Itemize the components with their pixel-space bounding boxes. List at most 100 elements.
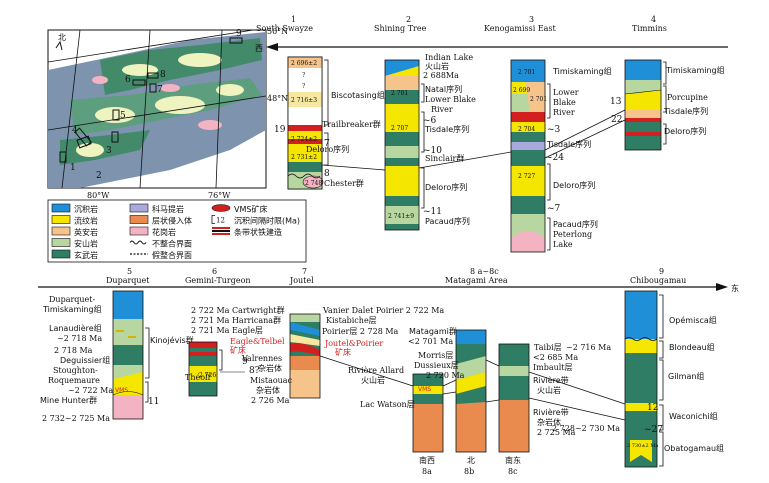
c3-gap-3: ~7 bbox=[547, 204, 561, 214]
lat-48: 48°N bbox=[267, 94, 288, 103]
c8-vms: VMS bbox=[418, 386, 431, 393]
col-name-9: Chibougamau bbox=[630, 276, 686, 285]
c8-label-4: Matagami群 bbox=[409, 326, 457, 336]
c3-label-4: River bbox=[553, 108, 575, 117]
c9-label-2: ~2 716 Ma bbox=[566, 343, 611, 352]
legend-item-1: 流纹岩 bbox=[51, 215, 98, 226]
top-headers: 1 South Swayze 2 Shining Tree 3 Kenogami… bbox=[256, 15, 667, 33]
legend: 沉积岩流纹岩英安岩安山岩玄武岩科马提岩层状侵入体花岗岩不整合界面假整合界面VMS… bbox=[47, 199, 307, 263]
legend-label: 英安岩 bbox=[74, 227, 98, 237]
c3-label-8: Peterlong bbox=[553, 230, 592, 239]
c4-label-1: Timiskaming组 bbox=[665, 65, 725, 75]
column-7: 2 722 Ma Cartwright群 2 721 Ma Harricana群… bbox=[191, 305, 321, 405]
c7-label-2: 2 721 Ma Harricana群 bbox=[191, 315, 281, 325]
c4-gap-1: 13 bbox=[610, 97, 622, 107]
lon-80: 80°W bbox=[87, 191, 110, 200]
c7-red-1: Eagle&Telbel bbox=[230, 337, 285, 346]
c3-age-3: 2 701 bbox=[530, 96, 547, 103]
c3-age-4: 2 704 bbox=[518, 126, 535, 133]
legend-item-3: 安山岩 bbox=[51, 238, 98, 249]
east-arrow: 东 bbox=[38, 283, 739, 293]
c3-label-1: Timiskaming组 bbox=[552, 66, 612, 76]
c8-label-15: Rivière带 bbox=[533, 375, 569, 385]
map-box-9 bbox=[229, 37, 243, 44]
c8-label-2: Kistabiche层 bbox=[326, 316, 377, 325]
col-name-5: Duparquet bbox=[106, 276, 150, 285]
c2-label-5: Lower Blake bbox=[425, 95, 476, 104]
legend-label: 安山岩 bbox=[74, 239, 98, 249]
c8-label-14: Imbault层 bbox=[533, 363, 573, 372]
legend-bracket-sample: 12 bbox=[216, 217, 225, 225]
c5-label-3: Lanaudière组 bbox=[49, 323, 102, 333]
column-5: VMS Duparquet- Timiskaming组 Lanaudière组 … bbox=[40, 290, 194, 423]
col-id-8: 8 a~8c bbox=[470, 267, 499, 276]
correlation-lines-top bbox=[321, 109, 626, 171]
c2-label-3: 2 688Ma bbox=[423, 71, 459, 80]
column-9: Opémisca组 ~2 716 Ma Blondeau组 Gilman组 Wa… bbox=[552, 290, 724, 468]
c9-label-7: Obatogamau组 bbox=[664, 443, 724, 453]
c9-label-3: Blondeau组 bbox=[669, 342, 715, 352]
map-box-6 bbox=[132, 79, 146, 86]
c8-sub-cn-1: 南西 bbox=[419, 455, 435, 465]
c1-label-1: Biscotasing组 bbox=[331, 90, 385, 100]
east-label: 东 bbox=[731, 283, 739, 293]
c1-age-2: ? bbox=[302, 72, 305, 79]
col-id-5: 5 bbox=[127, 267, 132, 276]
c8-label-9: Rivière Allard bbox=[348, 366, 404, 375]
c8-label-8: 2 720 Ma bbox=[426, 371, 465, 380]
legend-item-9: 假整合界面 bbox=[130, 250, 192, 260]
legend-item-0: 沉积岩 bbox=[51, 203, 98, 214]
c2-gap-1: ~6 bbox=[423, 116, 437, 126]
c5-label-10: Mine Hunter群 bbox=[40, 395, 97, 405]
c2-age-2: 2 707 bbox=[391, 125, 408, 132]
north-arrow: 北 bbox=[55, 33, 66, 51]
map-id-6: 6 bbox=[125, 75, 131, 85]
c4-label-4: Deloro序列 bbox=[664, 126, 706, 136]
c1-age-3: ? bbox=[302, 83, 305, 90]
c8-sub-id-3: 8c bbox=[508, 467, 518, 476]
legend-item-10: VMS矿床 bbox=[211, 204, 267, 214]
legend-item-2: 英安岩 bbox=[51, 226, 98, 237]
c3-age-1: 2 701 bbox=[518, 69, 535, 76]
col-id-1: 1 bbox=[291, 15, 296, 24]
col-name-2: Shining Tree bbox=[374, 24, 427, 33]
legend-item-5: 科马提岩 bbox=[129, 203, 184, 214]
c5-label-4: ~2 718 Ma bbox=[57, 334, 102, 343]
col-id-2: 2 bbox=[406, 15, 411, 24]
c8-sub-cn-2: 北 bbox=[467, 456, 475, 465]
c7-label-5: 杂岩体 bbox=[258, 363, 282, 373]
c8-red-2: 矿床 bbox=[335, 347, 351, 357]
map-box-5 bbox=[112, 109, 120, 121]
c1-gap-3: 8 bbox=[324, 169, 330, 179]
c2-age-3: 2 741±9 bbox=[388, 213, 414, 220]
c1-age-6: 2 731±2 bbox=[291, 154, 317, 161]
c5-label-11: 2 732~2 725 Ma bbox=[42, 414, 110, 423]
c6-age-1: 2 726 bbox=[199, 372, 216, 379]
col-name-4: Timmins bbox=[632, 24, 667, 33]
c4-gap-2: 22 bbox=[611, 115, 622, 125]
c2-gap-3: ~11 bbox=[423, 207, 442, 217]
c4-label-3: Tisdale序列 bbox=[663, 106, 708, 116]
c5-gap-1: 11 bbox=[148, 397, 159, 407]
c5-label-8: Roquemaure bbox=[48, 376, 100, 385]
c5-label-1: Duparquet- bbox=[49, 295, 96, 304]
c8-label-1: Vanier Dalet Poirier 2 722 Ma bbox=[322, 306, 444, 315]
column-8: VMS Vanier Dalet Poirier 2 722 Ma Kistab… bbox=[319, 306, 626, 476]
legend-item-4: 玄武岩 bbox=[51, 249, 98, 260]
c2-label-4: Natal序列 bbox=[425, 84, 462, 94]
legend-label: 沉积岩 bbox=[74, 204, 98, 214]
legend-vms bbox=[211, 204, 231, 212]
map-id-3: 3 bbox=[106, 146, 112, 156]
c8-label-17: Rivière带 bbox=[533, 407, 569, 417]
c7-red-2: 矿床 bbox=[230, 345, 246, 355]
c8-label-7: Dussieux层 bbox=[414, 361, 459, 370]
legend-swatch bbox=[51, 226, 71, 236]
legend-label: 不整合界面 bbox=[152, 239, 192, 249]
c3-label-7: Pacaud序列 bbox=[553, 219, 598, 229]
col-name-6: Gemini-Turgeon bbox=[185, 276, 251, 285]
col-name-3: Kenogamissi East bbox=[484, 24, 557, 33]
legend-label: 假整合界面 bbox=[152, 250, 192, 260]
col-id-3: 3 bbox=[529, 15, 534, 24]
col-id-4: 4 bbox=[651, 15, 656, 24]
